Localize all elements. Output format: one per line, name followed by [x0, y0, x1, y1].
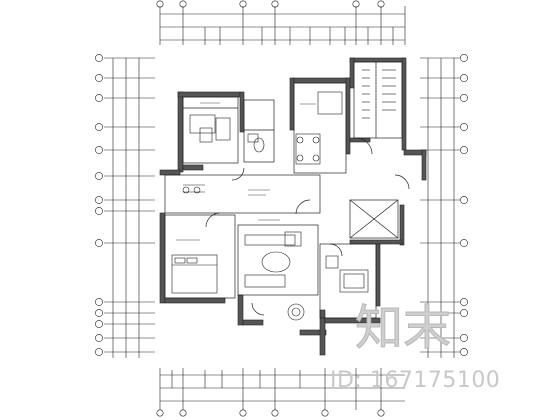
watermark-brand: 知末: [355, 300, 451, 356]
bottom-axis-markers: [156, 409, 385, 417]
interior-partitions: [164, 61, 410, 319]
right-axis-markers: [460, 54, 468, 356]
top-axis-markers: [156, 0, 385, 8]
exterior-walls: [159, 57, 427, 356]
room-annotations: [176, 102, 316, 241]
bottom-dimension-chain: [159, 368, 405, 410]
left-dimension-chain: [104, 57, 155, 358]
left-axis-markers: [95, 54, 103, 356]
right-dimension-chain: [420, 57, 460, 358]
watermark-logo: 知末: [355, 300, 452, 357]
watermark-id: ID: 167175100: [330, 368, 501, 393]
furniture: [171, 69, 396, 321]
top-dimension-chain: [159, 6, 406, 45]
